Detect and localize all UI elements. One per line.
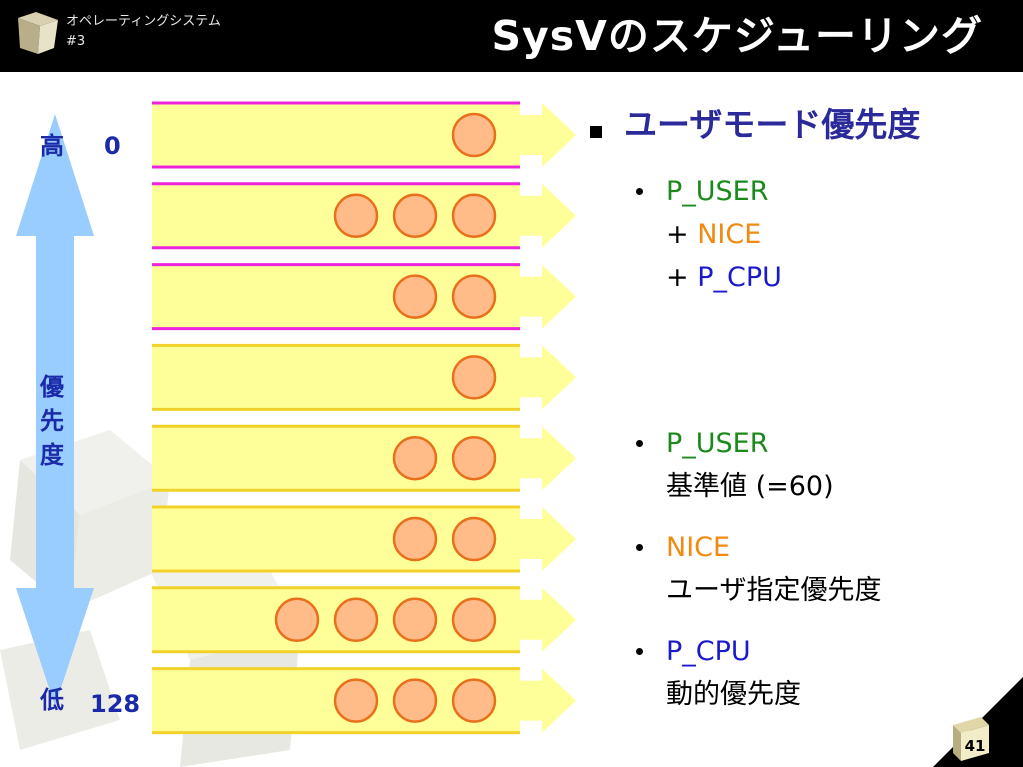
- process-circle: [392, 597, 438, 643]
- priority-low-value: 128: [90, 690, 141, 718]
- process-circle: [451, 193, 497, 239]
- def-term: P_USER: [666, 428, 769, 459]
- queue-arrow-icon: [520, 264, 576, 329]
- queue-arrow-icon: [520, 426, 576, 491]
- process-circle: [451, 597, 497, 643]
- process-circle: [392, 435, 438, 481]
- bullet-dot-icon: [636, 648, 643, 655]
- slide-title: SysVのスケジューリング: [491, 12, 983, 60]
- def-desc: ユーザ指定優先度: [666, 575, 882, 606]
- page-number: 41: [965, 737, 986, 755]
- process-circle: [392, 193, 438, 239]
- course-name: オペレーティングシステム: [66, 14, 221, 29]
- def-term: NICE: [666, 532, 731, 563]
- priority-axis-arrow: [16, 114, 94, 706]
- process-circle: [451, 274, 497, 319]
- queue-arrow-icon: [520, 183, 576, 248]
- bullet-dot-icon: [636, 544, 643, 551]
- queue-arrow-icon: [520, 668, 576, 733]
- queue-arrow-icon: [520, 345, 576, 410]
- run-queues: [152, 101, 576, 735]
- process-circle: [451, 355, 497, 400]
- process-circle: [392, 274, 438, 319]
- process-circle: [451, 678, 497, 723]
- page-corner: 41: [933, 677, 1023, 767]
- def-desc: 基準値 (=60): [666, 471, 834, 502]
- square-bullet-icon: [590, 126, 602, 138]
- queue-arrow-icon: [520, 507, 576, 571]
- priority-low-label: 低: [40, 686, 64, 714]
- process-circle: [451, 112, 497, 158]
- process-circle: [333, 193, 379, 239]
- process-circle: [451, 516, 497, 562]
- priority-high-value: 0: [104, 132, 121, 160]
- slide-header: オペレーティングシステム #3 SysVのスケジューリング: [0, 0, 1023, 72]
- bullet-dot-icon: [636, 188, 643, 195]
- process-circle: [451, 435, 497, 481]
- definition-item-p-cpu: P_CPU 動的優先度: [636, 630, 801, 716]
- process-circle: [333, 597, 379, 643]
- cube-logo-icon: [18, 12, 58, 54]
- formula-plus-2: +: [666, 262, 698, 293]
- priority-axis-label: 優先度: [40, 373, 64, 469]
- definition-item-p-user: P_USER 基準値 (=60): [636, 422, 834, 508]
- queue-arrow-icon: [520, 587, 576, 652]
- bullet-dot-icon: [636, 440, 643, 447]
- formula-p-user: P_USER: [666, 176, 769, 207]
- def-term: P_CPU: [666, 636, 751, 667]
- lecture-number: #3: [66, 34, 86, 49]
- queue-arrow-icon: [520, 103, 576, 167]
- priority-high-label: 高: [40, 132, 64, 160]
- formula-item: P_USER + NICE + P_CPU: [636, 170, 782, 299]
- process-circle: [274, 597, 320, 643]
- process-circle: [333, 678, 379, 723]
- formula-p-cpu: P_CPU: [697, 262, 782, 293]
- formula-plus-1: +: [666, 219, 698, 250]
- formula-nice: NICE: [697, 219, 762, 250]
- definition-item-nice: NICE ユーザ指定優先度: [636, 526, 881, 612]
- process-circle: [392, 516, 438, 562]
- process-circle: [392, 678, 438, 723]
- heading: ユーザモード優先度: [624, 105, 921, 144]
- def-desc: 動的優先度: [666, 679, 801, 710]
